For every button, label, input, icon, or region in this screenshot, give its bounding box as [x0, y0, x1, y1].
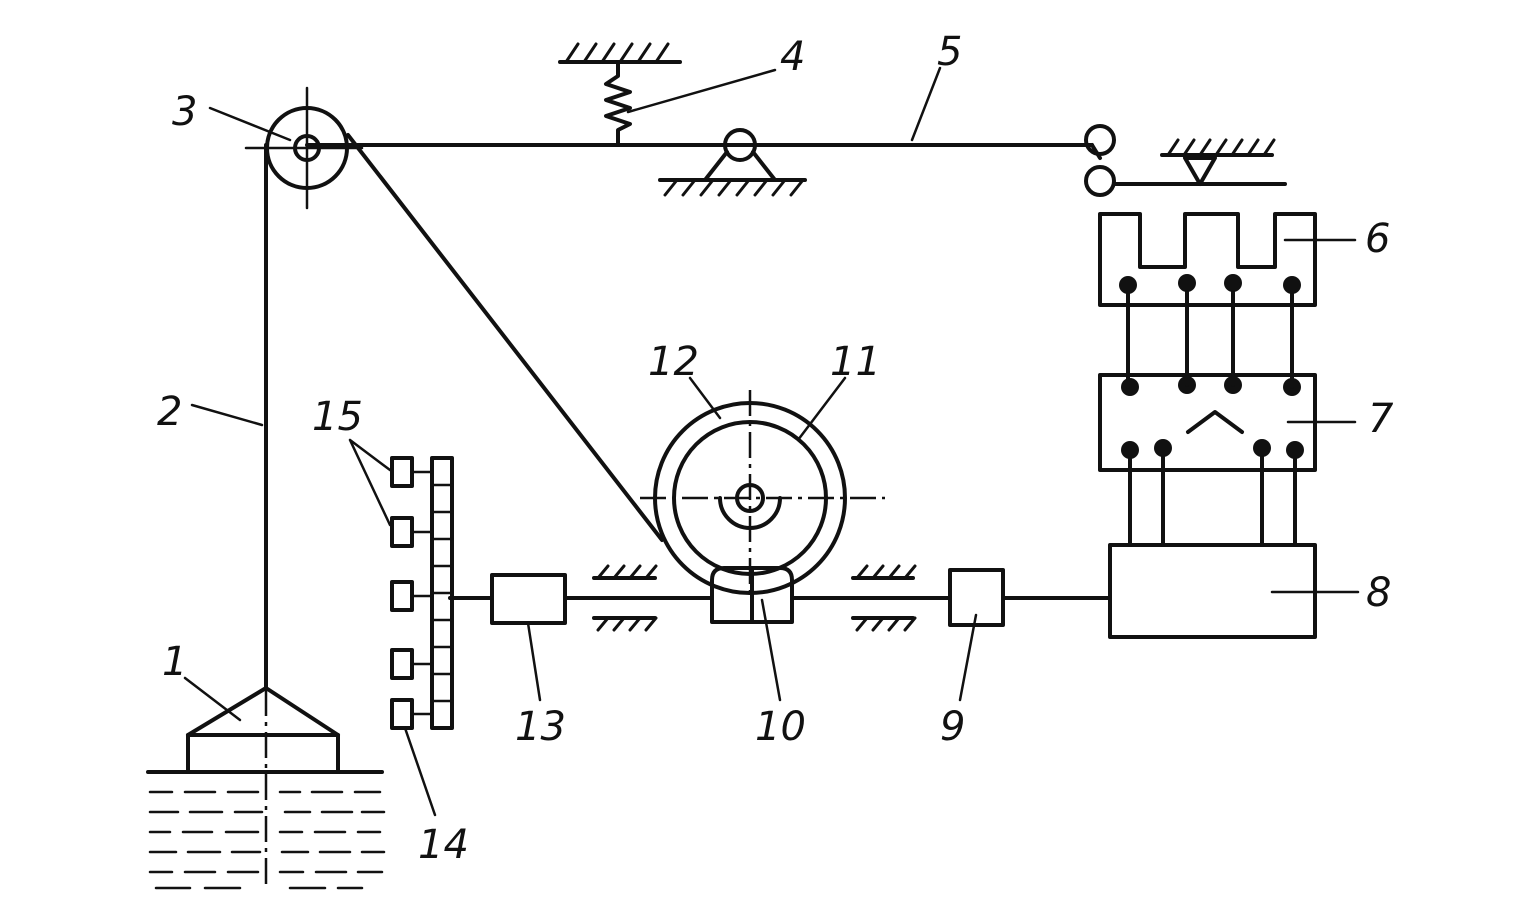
label-14: 14 [418, 822, 469, 868]
label-13: 13 [515, 704, 566, 750]
block-13 [490, 573, 567, 625]
leader-5 [910, 66, 942, 142]
label-9: 9 [940, 704, 965, 750]
labels: 1 2 3 4 5 6 7 8 9 10 11 12 13 14 15 [157, 29, 1394, 868]
label-7: 7 [1368, 396, 1394, 442]
wires-6-7 [1126, 281, 1294, 389]
contact-plate [1098, 212, 1317, 307]
gear [710, 566, 794, 624]
leader-14 [403, 726, 437, 817]
label-2: 2 [157, 389, 182, 435]
label-8: 8 [1366, 570, 1391, 616]
float [186, 686, 340, 890]
leader-15 [348, 438, 392, 527]
label-15: 15 [312, 394, 363, 440]
wires-7-8 [1128, 448, 1297, 547]
label-3: 3 [172, 89, 197, 135]
counter-digits [390, 456, 434, 730]
label-5: 5 [937, 29, 962, 75]
counter-column [430, 456, 454, 730]
leader-1 [183, 676, 242, 722]
pulley [244, 86, 364, 210]
leader-12 [688, 376, 722, 420]
leader-13 [526, 621, 542, 702]
spring [558, 42, 682, 147]
leader-10 [760, 598, 782, 702]
lever [305, 124, 1287, 197]
label-11: 11 [830, 339, 881, 385]
leader-11 [796, 376, 847, 442]
leader-9 [958, 613, 978, 702]
label-1: 1 [162, 639, 187, 685]
leader-4 [626, 68, 777, 114]
lever-fulcrum [658, 128, 807, 197]
liquid-surface [146, 770, 386, 890]
leader-3 [208, 106, 292, 142]
label-10: 10 [755, 704, 806, 750]
tape [346, 133, 664, 542]
label-4: 4 [780, 34, 805, 80]
shaft-bearing-left [592, 564, 658, 632]
switch-block [1098, 373, 1317, 472]
label-12: 12 [648, 339, 699, 385]
block-9 [948, 568, 1005, 627]
drum [640, 390, 885, 600]
leader-2 [190, 403, 264, 427]
label-6: 6 [1365, 216, 1390, 262]
shaft-bearing-right [851, 564, 917, 632]
